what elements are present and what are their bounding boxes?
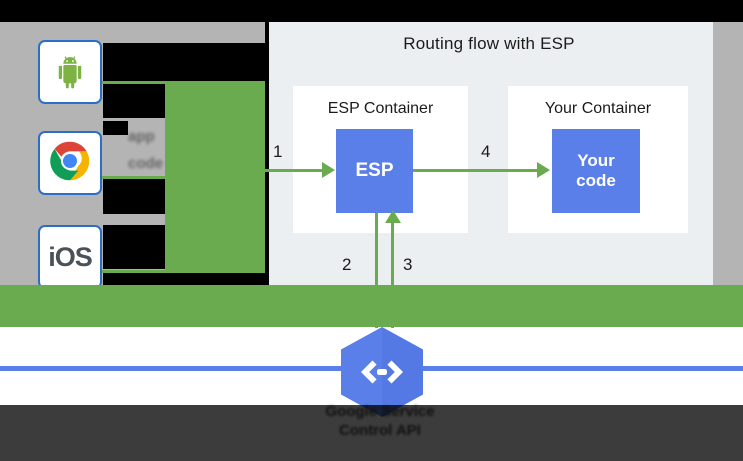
client-connector-ios — [100, 270, 265, 273]
arrow-3-line — [391, 222, 394, 328]
client-connector-android — [100, 81, 265, 84]
step-number-1: 1 — [273, 142, 283, 161]
right-gray-backdrop — [713, 22, 743, 290]
step-number-2: 2 — [342, 255, 352, 274]
your-code-box[interactable]: Your code — [552, 129, 640, 213]
your-code-label: Your code — [576, 151, 616, 190]
occlusion-band-top — [0, 0, 743, 22]
obscured-label-1: app — [128, 128, 155, 145]
api-gateway-bar — [165, 81, 265, 291]
arrow-4-line — [413, 169, 538, 172]
step-number-3: 3 — [403, 255, 413, 274]
occlusion-band-bottom — [0, 405, 743, 461]
occlusion-band-d — [103, 179, 165, 214]
occlusion-band-b — [103, 84, 165, 118]
arrow-3-head — [385, 210, 401, 223]
chrome-icon — [49, 140, 91, 187]
obscured-label-2: code — [128, 155, 164, 172]
api-endpoints-hexagon-icon[interactable] — [339, 325, 425, 419]
ios-label: iOS — [48, 241, 93, 272]
occlusion-band-c — [103, 121, 128, 135]
client-connector-chrome — [100, 176, 265, 179]
esp-box-label: ESP — [355, 160, 394, 182]
client-tile-ios[interactable]: iOS — [38, 225, 102, 289]
android-icon — [50, 50, 90, 95]
green-band — [0, 285, 743, 327]
arrow-1-line — [265, 169, 323, 172]
arrow-4-head — [537, 162, 550, 178]
esp-container-label: ESP Container — [327, 100, 434, 117]
panel-title: Routing flow with ESP — [403, 34, 575, 53]
client-tile-android[interactable] — [38, 40, 102, 104]
esp-box[interactable]: ESP — [336, 129, 413, 213]
occlusion-band-a — [103, 43, 265, 81]
arrow-2-line — [375, 213, 378, 328]
client-tile-chrome[interactable] — [38, 131, 102, 195]
arrow-1-head — [322, 162, 335, 178]
occlusion-seam — [265, 22, 269, 290]
step-number-4: 4 — [481, 142, 491, 161]
occlusion-band-e — [103, 225, 165, 269]
your-container-label: Your Container — [544, 100, 652, 117]
